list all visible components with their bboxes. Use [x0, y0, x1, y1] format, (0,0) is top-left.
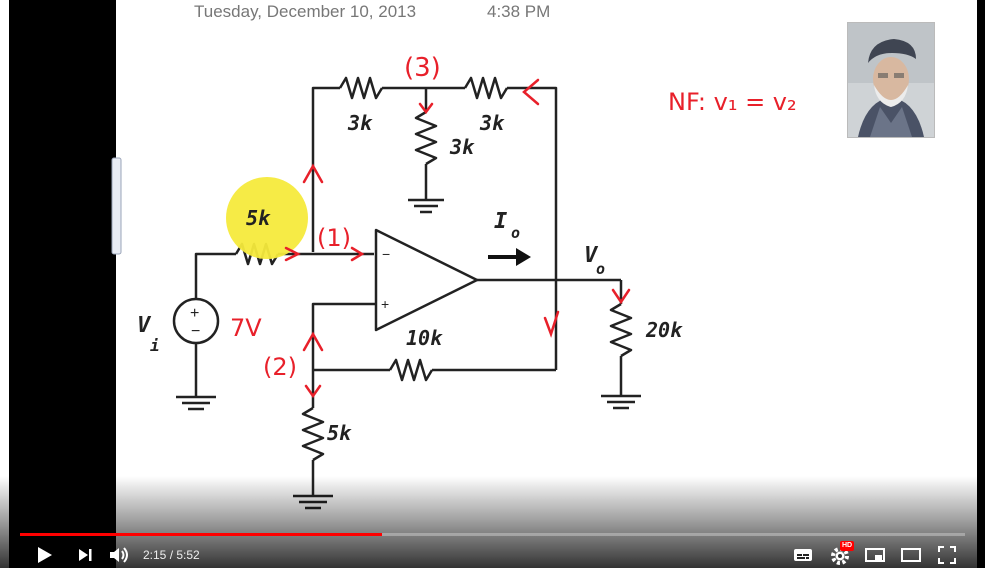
current-label: I	[494, 209, 507, 234]
source-minus-sign: −	[191, 323, 200, 340]
subtitles-button[interactable]	[792, 544, 814, 566]
theater-mode-button[interactable]	[900, 544, 922, 566]
fullscreen-icon	[938, 546, 956, 564]
opamp-minus-label: −	[382, 246, 390, 262]
resistor-top-left-label: 3k	[347, 111, 373, 135]
resistor-load-label: 20k	[645, 318, 683, 342]
total-duration: 5:52	[176, 548, 200, 562]
header-time: 4:38 PM	[487, 2, 550, 21]
time-separator: /	[166, 548, 177, 562]
black-letterbox-bar	[9, 0, 116, 568]
volume-button[interactable]	[108, 544, 132, 566]
skip-next-icon	[79, 549, 92, 561]
source-plus-sign: +	[190, 305, 199, 322]
progress-bar[interactable]	[20, 533, 965, 536]
resistor-middle-label: 3k	[449, 135, 475, 159]
opamp-plus-label: +	[381, 296, 389, 312]
current-time: 2:15	[143, 548, 167, 562]
source-value-annotation: 7V	[230, 314, 262, 342]
settings-button[interactable]: HD	[828, 541, 855, 566]
next-button[interactable]	[74, 544, 96, 566]
current-direction-arrow	[488, 248, 531, 266]
progress-bar-played	[20, 533, 382, 536]
red-annotation-strokes	[284, 78, 631, 399]
node-3-label: (3)	[404, 53, 441, 83]
screen-edge-tab	[111, 157, 122, 255]
time-display: 2:15 / 5:52	[143, 548, 200, 562]
video-frame[interactable]: Tuesday, December 10, 2013 4:38 PM	[9, 0, 977, 568]
resistor-feedback-label: 10k	[406, 326, 443, 350]
play-icon	[38, 547, 52, 563]
player-controls: 2:15 / 5:52 HD	[0, 540, 985, 568]
node-2-label: (2)	[263, 353, 297, 381]
source-label-subscript: i	[150, 336, 160, 355]
play-button[interactable]	[32, 544, 56, 566]
circuit-wires	[172, 76, 641, 510]
hd-badge: HD	[840, 541, 855, 551]
theater-icon	[901, 548, 921, 562]
output-voltage-label: V	[584, 243, 599, 268]
miniplayer-icon	[865, 548, 885, 562]
video-left-edge	[0, 0, 9, 568]
miniplayer-button[interactable]	[864, 544, 886, 566]
volume-icon	[110, 547, 128, 563]
current-label-subscript: o	[511, 224, 520, 242]
header-date: Tuesday, December 10, 2013	[194, 2, 416, 21]
resistor-ground-label: 5k	[327, 421, 352, 445]
resistor-top-right-label: 3k	[479, 111, 505, 135]
fullscreen-button[interactable]	[936, 544, 958, 566]
source-label: V	[137, 313, 152, 338]
presenter-webcam	[847, 22, 935, 138]
output-voltage-subscript: o	[596, 260, 605, 278]
controls-gradient	[0, 476, 985, 568]
whiteboard-canvas: Tuesday, December 10, 2013 4:38 PM	[9, 0, 797, 568]
node-1-label: (1)	[317, 224, 351, 252]
gear-icon	[831, 547, 849, 565]
resistor-input-label: 5k	[246, 206, 271, 230]
subtitles-icon	[794, 549, 812, 561]
nodal-equation-note: NF: v₁ = v₂	[668, 88, 797, 116]
highlighter-mark	[226, 177, 308, 259]
